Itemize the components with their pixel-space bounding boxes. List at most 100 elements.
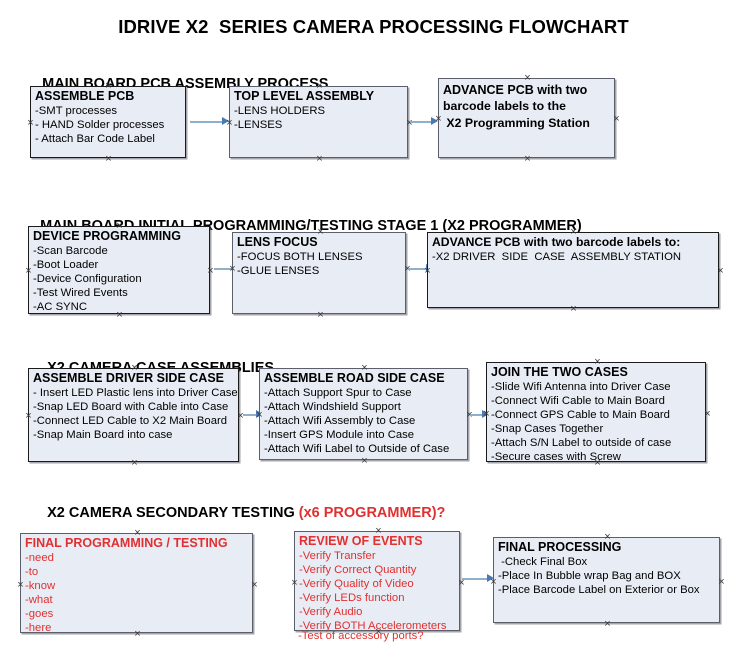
resize-handle-left[interactable] — [290, 579, 299, 588]
resize-handle-left[interactable] — [489, 578, 498, 587]
node-advance-pcb-to-driver-side-case-assembly[interactable]: ADVANCE PCB with two barcode labels to: … — [427, 232, 719, 308]
node-line: -Boot Loader — [33, 259, 99, 271]
resize-handle-left[interactable] — [24, 267, 33, 276]
node-line: -LENS HOLDERS — [234, 105, 326, 117]
page-title: IDRIVE X2 SERIES CAMERA PROCESSING FLOWC… — [118, 16, 629, 37]
resize-handle-top[interactable] — [360, 364, 369, 373]
node-line: -Verify Quality of Video — [299, 578, 414, 590]
resize-handle-bottom[interactable] — [104, 155, 113, 164]
node-line: -Snap Cases Together — [491, 423, 604, 435]
node-line: -Verify Correct Quantity — [299, 564, 417, 576]
node-assemble-pcb[interactable]: ASSEMBLE PCB -SMT processes - HAND Solde… — [30, 86, 186, 158]
node-line: -Place In Bubble wrap Bag and BOX — [498, 570, 681, 582]
resize-handle-left[interactable] — [255, 411, 264, 420]
resize-handle-bottom[interactable] — [316, 311, 325, 320]
resize-handle-top[interactable] — [523, 74, 532, 83]
node-line-overflow-review-of-events: -Test of accessory ports? — [298, 630, 424, 642]
resize-handle-left[interactable] — [423, 267, 432, 276]
node-line: -here — [25, 622, 52, 634]
node-line: -FOCUS BOTH LENSES — [237, 251, 363, 263]
resize-handle-top[interactable] — [593, 358, 602, 367]
connector-lens-focus-to-advance-pcb — [408, 268, 430, 270]
node-title: JOIN THE TWO CASES — [491, 365, 628, 379]
node-line: -Connect Wifi Cable to Main Board — [491, 395, 665, 407]
node-line: -AC SYNC — [33, 301, 87, 313]
resize-handle-left[interactable] — [434, 115, 443, 124]
resize-handle-right[interactable] — [457, 579, 466, 588]
resize-handle-left[interactable] — [16, 581, 25, 590]
resize-handle-top[interactable] — [569, 228, 578, 237]
resize-handle-top[interactable] — [133, 529, 142, 538]
node-device-programming[interactable]: DEVICE PROGRAMMING -Scan Barcode -Boot L… — [28, 226, 210, 314]
resize-handle-top[interactable] — [316, 228, 325, 237]
resize-handle-top[interactable] — [130, 364, 139, 373]
node-final-programming-testing[interactable]: FINAL PROGRAMMING / TESTING -need -to -k… — [20, 533, 253, 634]
resize-handle-bottom[interactable] — [130, 459, 139, 468]
resize-handle-left[interactable] — [228, 265, 237, 274]
node-lens-focus[interactable]: LENS FOCUS -FOCUS BOTH LENSES -GLUE LENS… — [232, 232, 406, 314]
node-top-level-assembly[interactable]: TOP LEVEL ASSEMBLY -LENS HOLDERS -LENSES — [229, 86, 408, 158]
node-line: -Snap LED Board with Cable into Case — [33, 401, 229, 413]
node-title: LENS FOCUS — [237, 235, 318, 249]
resize-handle-bottom[interactable] — [603, 620, 612, 629]
node-line: -Verify BOTH Accelerometers — [299, 620, 447, 632]
node-line: -Test Wired Events — [33, 287, 128, 299]
resize-handle-left[interactable] — [24, 412, 33, 421]
resize-handle-top[interactable] — [374, 527, 383, 536]
resize-handle-right[interactable] — [703, 410, 712, 419]
node-line: -goes — [25, 608, 54, 620]
resize-handle-bottom[interactable] — [315, 155, 324, 164]
resize-handle-bottom[interactable] — [569, 305, 578, 314]
node-line: -to — [25, 566, 39, 578]
node-join-the-two-cases[interactable]: JOIN THE TWO CASES -Slide Wifi Antenna i… — [486, 362, 706, 463]
resize-handle-right[interactable] — [612, 115, 621, 124]
resize-handle-top[interactable] — [115, 222, 124, 231]
node-line: -Verify LEDs function — [299, 592, 405, 604]
node-assemble-road-side-case[interactable]: ASSEMBLE ROAD SIDE CASE -Attach Support … — [259, 368, 468, 460]
node-line: -Place Barcode Label on Exterior or Box — [498, 584, 700, 596]
resize-handle-top[interactable] — [603, 533, 612, 542]
node-line: -SMT processes — [35, 105, 118, 117]
node-line: - Insert LED Plastic lens into Driver Ca… — [33, 387, 238, 399]
connector-driver-side-to-road-side — [243, 414, 261, 416]
resize-handle-bottom[interactable] — [115, 311, 124, 320]
node-line: -Slide Wifi Antenna into Driver Case — [491, 381, 671, 393]
node-line: -Attach Wifi Assembly to Case — [264, 415, 416, 427]
resize-handle-bottom[interactable] — [593, 459, 602, 468]
node-title: REVIEW OF EVENTS — [299, 534, 423, 548]
node-line: -Attach S/N Label to outside of case — [491, 437, 672, 449]
node-title: FINAL PROGRAMMING / TESTING — [25, 536, 228, 550]
section-heading-x2-camera-secondary-testing: X2 CAMERA SECONDARY TESTING (x6 PROGRAMM… — [31, 489, 445, 537]
resize-handle-bottom[interactable] — [133, 630, 142, 639]
node-assemble-driver-side-case[interactable]: ASSEMBLE DRIVER SIDE CASE - Insert LED P… — [28, 368, 239, 462]
resize-handle-right[interactable] — [716, 267, 725, 276]
resize-handle-top[interactable] — [315, 82, 324, 91]
section-heading-text: X2 CAMERA SECONDARY TESTING — [47, 505, 299, 521]
resize-handle-left[interactable] — [225, 119, 234, 128]
section-heading-accent: (x6 PROGRAMMER)? — [298, 505, 446, 521]
node-line: -X2 DRIVER SIDE CASE ASSEMBLY STATION — [432, 251, 682, 263]
node-line: -LENSES — [234, 119, 283, 131]
node-line: -Check Final Box — [498, 556, 588, 568]
resize-handle-bottom[interactable] — [360, 457, 369, 466]
node-line: -Attach Wifi Label to Outside of Case — [264, 443, 450, 455]
node-line: -know — [25, 580, 56, 592]
resize-handle-bottom[interactable] — [523, 155, 532, 164]
resize-handle-top[interactable] — [104, 82, 113, 91]
resize-handle-right[interactable] — [717, 578, 726, 587]
node-final-processing[interactable]: FINAL PROCESSING -Check Final Box -Place… — [493, 537, 720, 623]
node-line: - Attach Bar Code Label — [35, 133, 155, 145]
node-title: ASSEMBLE DRIVER SIDE CASE — [33, 371, 225, 385]
node-line: -Verify Audio — [299, 606, 363, 618]
node-line: -Scan Barcode — [33, 245, 108, 257]
node-review-of-events[interactable]: REVIEW OF EVENTS -Verify Transfer -Verif… — [294, 531, 460, 632]
resize-handle-right[interactable] — [250, 581, 259, 590]
resize-handle-left[interactable] — [26, 119, 35, 128]
node-advance-pcb-to-x2-programming-station[interactable]: ADVANCE PCB with two barcode labels to t… — [438, 78, 615, 158]
node-title: TOP LEVEL ASSEMBLY — [234, 89, 375, 103]
node-title: DEVICE PROGRAMMING — [33, 229, 181, 243]
resize-handle-left[interactable] — [482, 410, 491, 419]
node-line: -Device Configuration — [33, 273, 142, 285]
node-line: barcode labels to the — [443, 99, 566, 113]
node-line: -Snap Main Board into case — [33, 429, 173, 441]
